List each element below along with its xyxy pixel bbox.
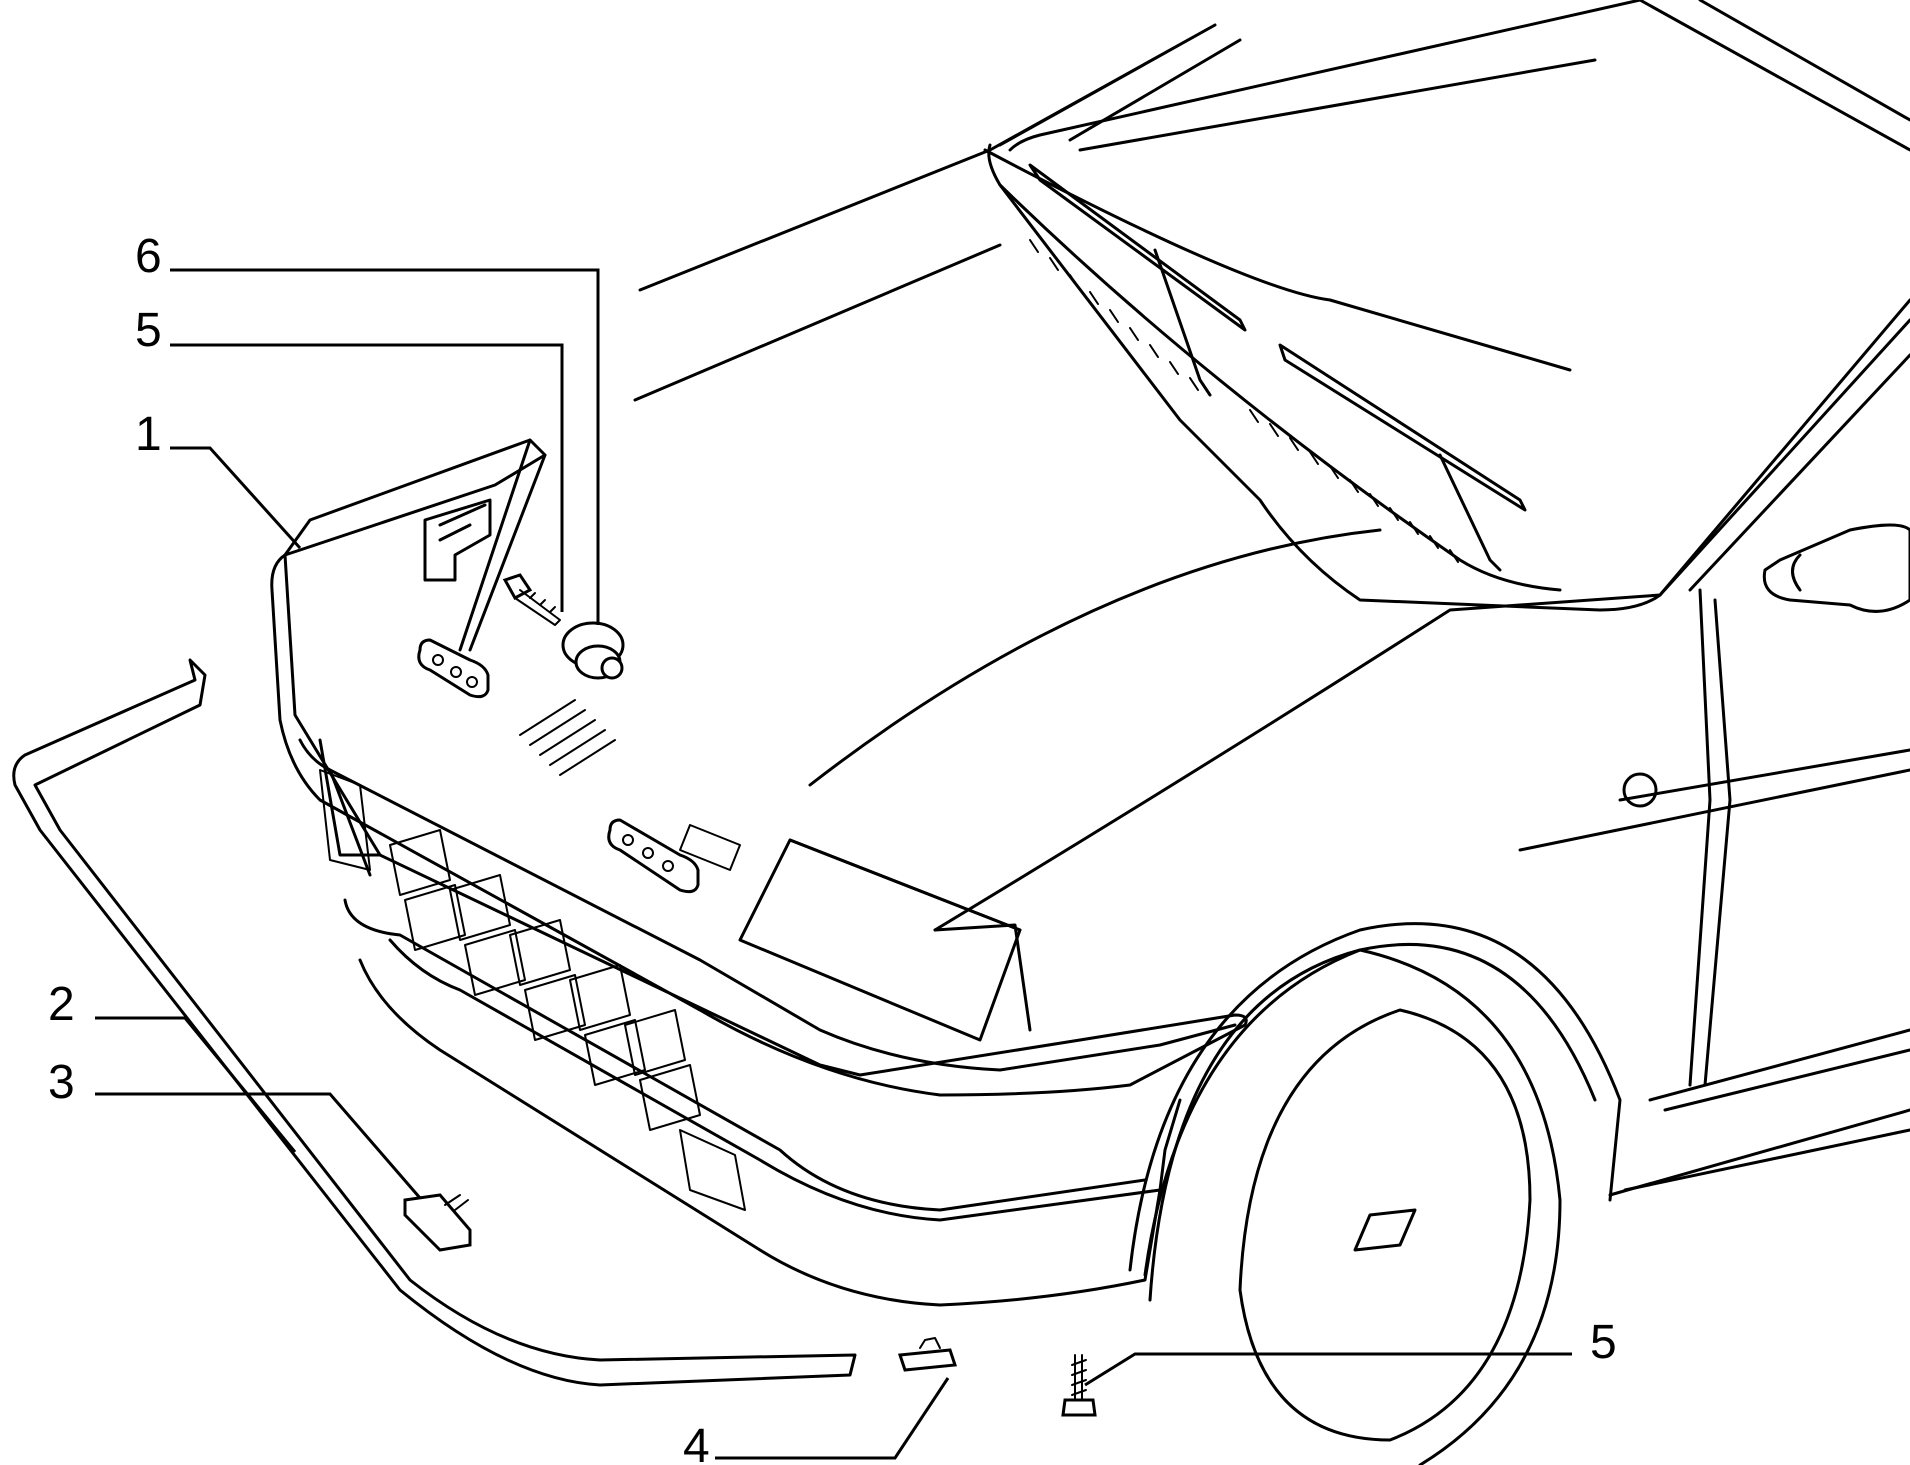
part-6-grommet: [561, 621, 625, 680]
callout-5-bottom: 5: [1590, 1316, 1617, 1369]
leader-lines: [95, 268, 1572, 1460]
car-body: [270, 0, 1910, 1465]
callout-labels: 6 5 1 2 3 4 5: [48, 230, 1617, 1465]
part-2-lip-strip: [12, 658, 857, 1387]
callout-5-top: 5: [135, 304, 162, 357]
callout-3: 3: [48, 1056, 75, 1109]
part-3-clip: [403, 1193, 472, 1252]
callout-1: 1: [135, 408, 162, 461]
part-5-screw-bottom: [1061, 1354, 1097, 1417]
part-4-clip: [897, 1337, 958, 1372]
callout-2: 2: [48, 978, 75, 1031]
callout-6: 6: [135, 230, 162, 283]
part-5-screw-top: [502, 573, 561, 626]
callout-4: 4: [683, 1420, 710, 1465]
